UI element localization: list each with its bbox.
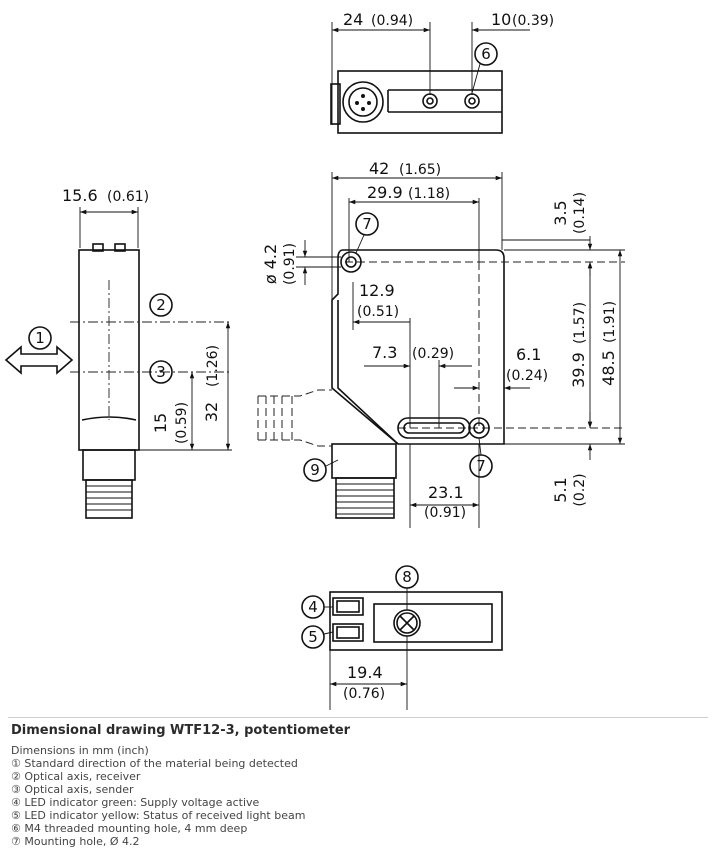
led-green-icon — [332, 597, 364, 616]
front-dim-3-5-inch: (0.14) — [572, 192, 588, 234]
side-dim-width: 15.6 — [62, 186, 98, 205]
legend-item: ② Optical axis, receiver — [11, 770, 141, 783]
callout-7-top-label: 7 — [362, 215, 372, 233]
top-view: 24 (0.94) 10 (0.39) 6 — [330, 10, 554, 134]
legend-item: ⑤ LED indicator yellow: Status of receiv… — [11, 809, 306, 822]
front-dim-23-1: 23.1 — [428, 483, 464, 502]
side-dim-receiver: 32 — [202, 402, 221, 422]
top-housing-outline — [337, 70, 503, 134]
caption: Dimensional drawing WTF12-3, potentiomet… — [11, 723, 711, 848]
callout-5-label: 5 — [308, 628, 318, 646]
threaded-hole-icon — [464, 93, 480, 109]
callout-7-top — [355, 212, 379, 236]
front-dim-39-9: 39.9 — [569, 352, 588, 388]
caption-divider — [8, 717, 708, 718]
mounting-hole-top-icon — [340, 251, 362, 273]
caption-subtitle: Dimensions in mm (inch) — [11, 744, 149, 757]
connector-front-view — [335, 477, 395, 519]
material-direction-arrow-icon — [4, 345, 74, 375]
callout-6-label: 6 — [481, 45, 491, 63]
top-dim-offset: 10 — [491, 10, 511, 29]
top-dim-offset-inch: (0.39) — [512, 13, 554, 29]
legend-item: ④ LED indicator green: Supply voltage ac… — [11, 796, 260, 809]
bottom-dim-19-4-inch: (0.76) — [343, 686, 385, 702]
front-dim-12-9-inch: (0.51) — [357, 304, 399, 320]
front-dim-48-5-inch: (1.91) — [602, 301, 618, 343]
front-dim-12-9: 12.9 — [359, 281, 395, 300]
front-dim-hole-span: 29.9 — [367, 183, 403, 202]
front-dim-total-width-inch: (1.65) — [399, 162, 441, 178]
legend-item: ① Standard direction of the material bei… — [11, 757, 298, 770]
callout-3 — [149, 360, 173, 384]
front-dim-hole-span-inch: (1.18) — [408, 186, 450, 202]
front-dim-5-1: 5.1 — [551, 477, 570, 502]
front-dim-23-1-inch: (0.91) — [424, 505, 466, 521]
side-dim-sender-inch: (0.59) — [174, 402, 190, 444]
front-housing-outline — [331, 249, 505, 445]
callout-9 — [303, 458, 327, 482]
connector-alt-outline — [258, 389, 332, 397]
callout-4-label: 4 — [308, 598, 318, 616]
front-dim-39-9-inch: (1.57) — [572, 302, 588, 344]
threaded-hole-icon — [422, 93, 438, 109]
front-dim-6-1: 6.1 — [516, 345, 541, 364]
callout-8-label: 8 — [402, 568, 412, 586]
front-dim-hole-dia: ø 4.2 — [261, 244, 280, 284]
side-dim-receiver-inch: (1.26) — [205, 345, 221, 387]
side-dim-width-inch: (0.61) — [107, 189, 149, 205]
front-dim-5-1-inch: (0.2) — [572, 473, 588, 506]
callout-2 — [149, 293, 173, 317]
side-dim-sender: 15 — [151, 413, 170, 433]
top-dim-width-inch: (0.94) — [371, 13, 413, 29]
callout-9-label: 9 — [310, 461, 320, 479]
callout-6 — [474, 42, 498, 66]
front-dim-6-1-inch: (0.24) — [506, 368, 548, 384]
callout-1-label: 1 — [35, 329, 45, 347]
led-yellow-icon — [332, 623, 364, 642]
front-dim-hole-dia-inch: (0.91) — [282, 243, 298, 285]
callout-5 — [301, 625, 325, 649]
bottom-housing-outline — [329, 591, 503, 651]
legend-item: ③ Optical axis, sender — [11, 783, 134, 796]
callout-2-label: 2 — [156, 296, 166, 314]
connector-top-view — [342, 81, 384, 123]
front-dim-total-width: 42 — [369, 159, 389, 178]
side-view: 15.6 (0.61) 2 3 15 (0.59) 32 (1.26) 1 — [4, 186, 232, 519]
callout-3-label: 3 — [156, 363, 166, 381]
legend-item: ⑦ Mounting hole, Ø 4.2 — [11, 835, 140, 848]
front-dim-7-3-inch: (0.29) — [412, 346, 454, 362]
callout-1 — [28, 326, 52, 350]
dimensional-drawing: 24 (0.94) 10 (0.39) 6 15.6 (0.61) — [4, 10, 625, 710]
slot-hole-icon — [397, 417, 471, 439]
top-dim-width: 24 — [343, 10, 363, 29]
front-view: 42 (1.65) 29.9 (1.18) ø — [257, 159, 625, 528]
front-dim-3-5: 3.5 — [551, 200, 570, 225]
connector-side-view — [85, 479, 133, 519]
legend-list: ① Standard direction of the material bei… — [11, 757, 711, 848]
front-dim-7-3: 7.3 — [372, 343, 397, 362]
legend-item: ⑥ M4 threaded mounting hole, 4 mm deep — [11, 822, 248, 835]
bottom-view: 8 4 5 19.4 (0.76) — [301, 565, 503, 710]
front-dim-48-5: 48.5 — [599, 350, 618, 386]
caption-title: Dimensional drawing WTF12-3, potentiomet… — [11, 723, 351, 738]
bottom-dim-19-4: 19.4 — [347, 663, 383, 682]
callout-7-bottom-label: 7 — [476, 457, 486, 475]
